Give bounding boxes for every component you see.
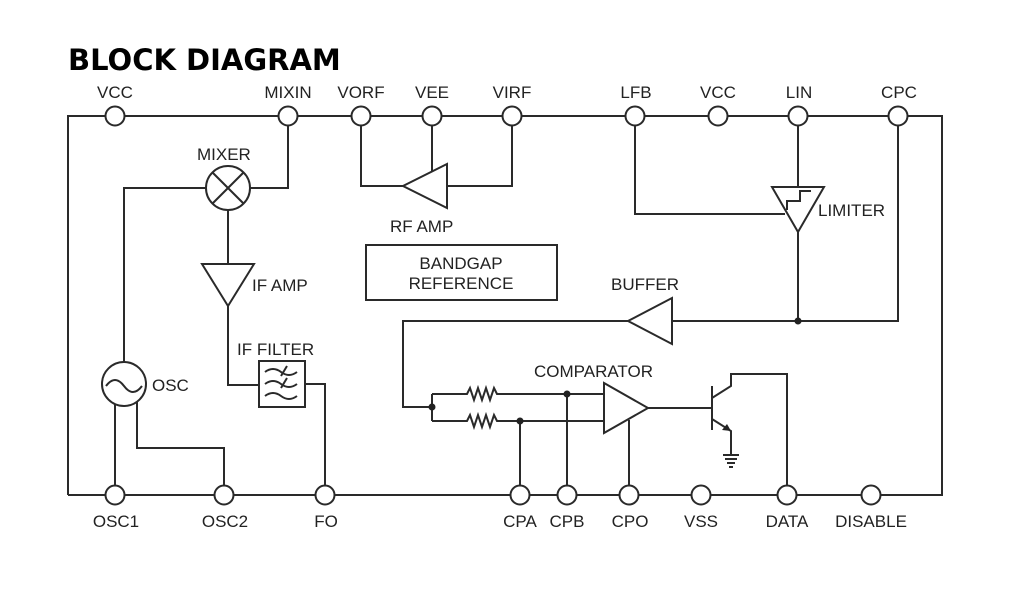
pin-label: DATA xyxy=(766,512,809,531)
pin-label: VSS xyxy=(684,512,718,531)
pin-label: CPO xyxy=(612,512,649,531)
label-bandgap: BANDGAP xyxy=(419,254,502,273)
label-reference: REFERENCE xyxy=(409,274,514,293)
wire-filter-fo xyxy=(305,383,326,495)
transistor-collector xyxy=(711,373,788,495)
pin-label: VEE xyxy=(415,83,449,102)
label-buffer: BUFFER xyxy=(611,275,679,294)
wire-lfb-limiter xyxy=(634,116,785,215)
if-amp-symbol xyxy=(200,263,256,308)
buffer-symbol xyxy=(625,296,673,346)
pin-label: VORF xyxy=(337,83,384,102)
pin-cpa[interactable]: CPA xyxy=(503,484,538,532)
label-osc: OSC xyxy=(152,376,189,395)
wire-virf-rfamp xyxy=(447,116,513,187)
wire-ifamp-filter xyxy=(227,304,259,386)
bandgap-reference-block xyxy=(365,244,558,301)
pin-data[interactable]: DATA xyxy=(766,484,809,532)
oscillator-symbol xyxy=(101,361,147,407)
wire-osc-osc2 xyxy=(136,400,225,495)
wire-mixer-osc xyxy=(123,187,206,364)
junction-dot xyxy=(516,417,524,425)
pin-label: LFB xyxy=(620,83,651,102)
top-bus xyxy=(67,115,943,496)
wire-mixin-mixer xyxy=(242,116,289,189)
label-comparator: COMPARATOR xyxy=(534,362,653,381)
junction-dot xyxy=(794,317,802,325)
junction-dot xyxy=(563,390,571,398)
comparator-symbol xyxy=(603,381,651,435)
pin-fo[interactable]: FO xyxy=(314,484,338,532)
pin-label: OSC2 xyxy=(202,512,248,531)
label-if-filter: IF FILTER xyxy=(237,340,314,359)
transistor-emitter xyxy=(711,418,732,454)
pin-label: DISABLE xyxy=(835,512,907,531)
pin-label: VCC xyxy=(700,83,736,102)
pin-vss[interactable]: VSS xyxy=(684,484,718,532)
resistor-top xyxy=(462,384,505,404)
pin-vcc-top-right[interactable]: VCC xyxy=(700,83,736,127)
rf-amp-symbol xyxy=(400,162,448,210)
junction-dot xyxy=(428,403,436,411)
diagram-title: BLOCK DIAGRAM xyxy=(68,43,341,77)
pin-cpb[interactable]: CPB xyxy=(550,484,585,532)
pin-osc1[interactable]: OSC1 xyxy=(93,484,139,532)
wire-buffer-resistors xyxy=(402,320,628,408)
label-rf-amp: RF AMP xyxy=(390,217,453,236)
pin-osc2[interactable]: OSC2 xyxy=(202,484,248,532)
mixer-symbol xyxy=(205,165,251,211)
pin-label: MIXIN xyxy=(264,83,311,102)
pin-label: VCC xyxy=(97,83,133,102)
pin-cpc[interactable]: CPC xyxy=(881,83,917,127)
label-mixer: MIXER xyxy=(197,145,251,164)
pin-label: CPC xyxy=(881,83,917,102)
wire-vorf-rfamp xyxy=(360,116,403,187)
pin-label: LIN xyxy=(786,83,812,102)
pin-label: OSC1 xyxy=(93,512,139,531)
pin-vcc-top-left[interactable]: VCC xyxy=(97,83,133,127)
emitter-arrow xyxy=(722,424,731,431)
pin-virf[interactable]: VIRF xyxy=(493,83,532,127)
label-if-amp: IF AMP xyxy=(252,276,308,295)
pin-disable[interactable]: DISABLE xyxy=(835,484,907,532)
if-filter-symbol xyxy=(258,360,306,408)
pin-mixin[interactable]: MIXIN xyxy=(264,83,312,127)
pin-label: FO xyxy=(314,512,338,531)
pin-lfb[interactable]: LFB xyxy=(620,83,652,127)
pin-cpo[interactable]: CPO xyxy=(612,484,649,532)
pin-vee[interactable]: VEE xyxy=(415,83,449,127)
pin-lin[interactable]: LIN xyxy=(786,83,812,127)
ground-icon xyxy=(723,454,739,468)
resistor-bottom xyxy=(462,411,505,431)
limiter-symbol xyxy=(770,186,826,234)
label-limiter: LIMITER xyxy=(818,201,885,220)
pin-label: CPB xyxy=(550,512,585,531)
pin-label: VIRF xyxy=(493,83,532,102)
wire-cpc-junction xyxy=(672,116,899,322)
pin-label: CPA xyxy=(503,512,537,531)
pin-vorf[interactable]: VORF xyxy=(337,83,385,127)
